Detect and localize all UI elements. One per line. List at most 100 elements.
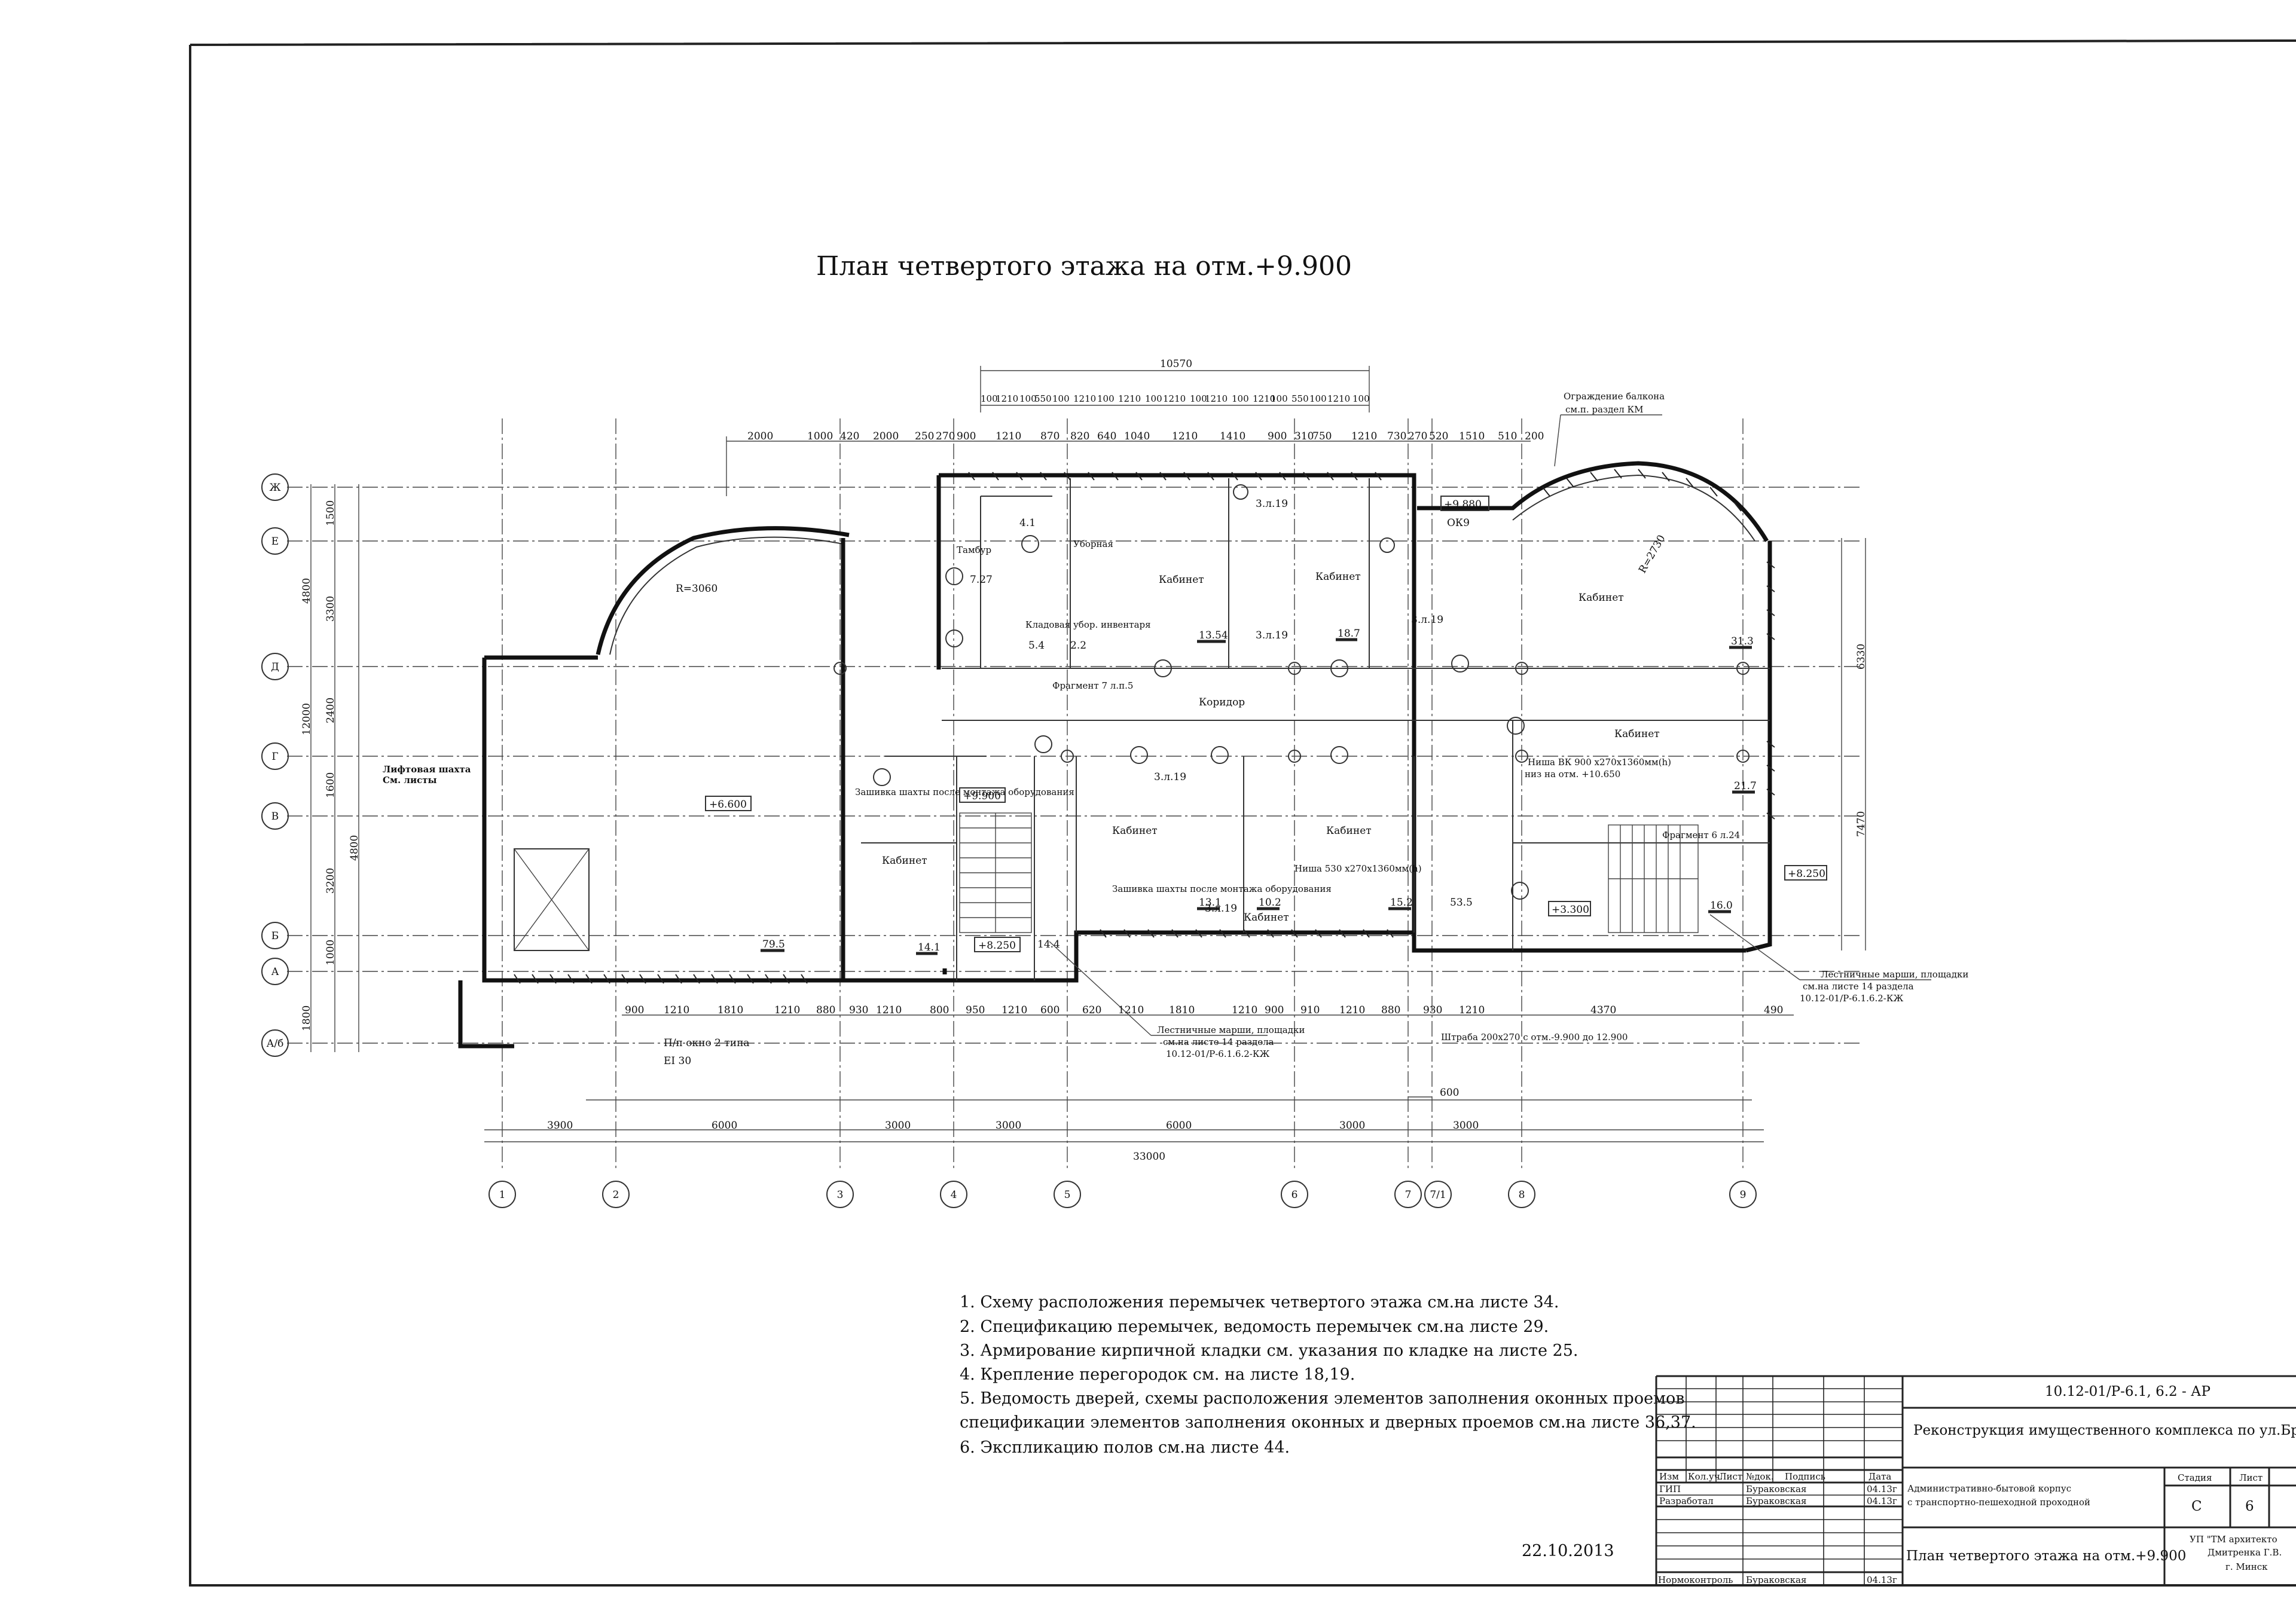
right-dimension-lines bbox=[1841, 538, 1866, 950]
svg-text:100: 100 bbox=[1019, 393, 1037, 404]
svg-text:900: 900 bbox=[1268, 430, 1287, 442]
room-area: 2.2 bbox=[1070, 640, 1086, 652]
svg-text:750: 750 bbox=[1312, 430, 1332, 442]
lift-shaft-label-1: Лифтовая шахта bbox=[383, 764, 471, 775]
svg-text:1210: 1210 bbox=[1172, 430, 1198, 442]
svg-text:Нормоконтроль: Нормоконтроль bbox=[1658, 1575, 1733, 1585]
svg-text:Ж: Ж bbox=[269, 482, 280, 494]
svg-text:+8.250: +8.250 bbox=[1788, 868, 1825, 880]
room-area: 53.5 bbox=[1450, 897, 1473, 909]
svg-text:550: 550 bbox=[1034, 393, 1052, 404]
svg-text:640: 640 bbox=[1097, 430, 1116, 442]
svg-text:А: А bbox=[271, 966, 279, 978]
room-name: Уборная bbox=[1073, 539, 1113, 549]
niche-vk-label-2: низ на отм. +10.650 bbox=[1525, 769, 1620, 780]
svg-text:1210: 1210 bbox=[1205, 393, 1228, 404]
svg-text:УП "ТМ архитекто: УП "ТМ архитекто bbox=[2190, 1534, 2277, 1545]
room-area: 14.4 bbox=[1037, 939, 1060, 950]
svg-text:1410: 1410 bbox=[1220, 430, 1245, 442]
svg-text:Бураковская: Бураковская bbox=[1746, 1496, 1806, 1506]
room-name: Кладовая убор. инвентаря bbox=[1025, 619, 1151, 630]
room-name: Кабинет bbox=[1159, 574, 1204, 586]
room-area: 31.3 bbox=[1731, 635, 1754, 647]
svg-text:1210: 1210 bbox=[876, 1004, 902, 1016]
svg-text:4. Крепление перегородок см. н: 4. Крепление перегородок см. на листе 18… bbox=[960, 1365, 1355, 1384]
room-name: Кабинет bbox=[1614, 728, 1660, 740]
grid-axes-vertical bbox=[502, 418, 1744, 1172]
stairs-note-1-line3: 10.12-01/Р-6.1.6.2-КЖ bbox=[1166, 1049, 1269, 1059]
wall-hatching bbox=[514, 469, 1775, 984]
zone-label: Зашивка шахты после монтажа оборудования bbox=[1112, 884, 1332, 894]
svg-text:Кол.уч.: Кол.уч. bbox=[1688, 1471, 1723, 1482]
room-area: 5.4 bbox=[1028, 640, 1045, 652]
stairs-note-1-line1: Лестничные марши, площадки bbox=[1157, 1025, 1305, 1035]
svg-text:4370: 4370 bbox=[1590, 1004, 1616, 1016]
svg-text:1: 1 bbox=[499, 1189, 506, 1201]
svg-text:550: 550 bbox=[1292, 393, 1309, 404]
top-dims-row1: 100 1210 100 550 100 1210 100 1210 100 1… bbox=[981, 393, 1370, 404]
overall-dim-top: 10570 bbox=[1160, 358, 1192, 370]
svg-text:2: 2 bbox=[613, 1189, 619, 1201]
svg-text:510: 510 bbox=[1498, 430, 1517, 442]
room-name: Коридор bbox=[1199, 696, 1245, 708]
svg-text:С: С bbox=[2191, 1499, 2202, 1514]
level-marks: +9.880 +6.600 +9.900 +8.250 +8.250 +3.30… bbox=[705, 496, 1827, 952]
svg-text:490: 490 bbox=[1764, 1004, 1783, 1016]
room-area: 79.5 bbox=[762, 939, 785, 950]
svg-text:600: 600 bbox=[1040, 1004, 1060, 1016]
sheet-ref-label: 3.л.19 bbox=[1256, 629, 1288, 641]
svg-text:9: 9 bbox=[1740, 1189, 1747, 1201]
room-area: 10.2 bbox=[1259, 897, 1281, 909]
room-name: Кабинет bbox=[1326, 825, 1372, 837]
svg-text:250: 250 bbox=[915, 430, 934, 442]
svg-text:1210: 1210 bbox=[1253, 393, 1275, 404]
room-area: 13.54 bbox=[1199, 629, 1228, 641]
svg-text:В: В bbox=[271, 811, 279, 823]
svg-text:100: 100 bbox=[1232, 393, 1249, 404]
dim-600: 600 bbox=[1440, 1087, 1459, 1099]
tb-project: Реконструкция имущественного комплекса п… bbox=[1913, 1423, 2296, 1438]
shaft-note-label: Штраба 200х270 с отм.-9.900 до 12.900 bbox=[1441, 1032, 1628, 1043]
overall-dim-bottom: 33000 bbox=[1133, 1151, 1165, 1163]
svg-text:+9.900: +9.900 bbox=[963, 790, 1001, 802]
tb-building-1: Административно-бытовой корпус bbox=[1907, 1483, 2071, 1494]
niche-vk-label-1: Ниша ВК 900 х270х1360мм(h) bbox=[1528, 757, 1671, 768]
svg-text:100: 100 bbox=[1190, 393, 1207, 404]
svg-text:+6.600: +6.600 bbox=[709, 799, 747, 811]
svg-text:Г: Г bbox=[271, 751, 278, 763]
svg-text:8: 8 bbox=[1519, 1189, 1525, 1201]
stair-right bbox=[1608, 824, 1699, 933]
svg-text:1510: 1510 bbox=[1459, 430, 1485, 442]
svg-text:04.13г: 04.13г bbox=[1867, 1496, 1897, 1506]
svg-text:6000: 6000 bbox=[712, 1120, 737, 1132]
svg-text:1040: 1040 bbox=[1124, 430, 1150, 442]
title-block: 10.12-01/Р-6.1, 6.2 - АР Реконструкция и… bbox=[1655, 1375, 2296, 1585]
room-area: 16.0 bbox=[1710, 900, 1733, 912]
svg-text:4: 4 bbox=[951, 1189, 957, 1201]
window-ei-label-1: П/п окно 2 типа bbox=[664, 1037, 750, 1049]
svg-text:2400: 2400 bbox=[325, 698, 337, 723]
sheet-ref-label: 3.л.19 bbox=[1205, 903, 1237, 915]
svg-text:800: 800 bbox=[930, 1004, 949, 1016]
svg-text:1210: 1210 bbox=[664, 1004, 689, 1016]
stairs-note-1-line2: см.на листе 14 раздела bbox=[1163, 1037, 1274, 1047]
axis-bubbles-y: Ж Е Д Г В Б А А/б bbox=[261, 473, 289, 1057]
svg-text:4800: 4800 bbox=[301, 578, 313, 604]
svg-text:Д: Д bbox=[271, 661, 279, 673]
sheet-ref-label: 3.л.19 bbox=[1154, 771, 1186, 783]
floor-plan: Кабинет 13.54 Кабинет 18.7 Кабинет 31.3 … bbox=[261, 358, 1968, 1208]
svg-text:1210: 1210 bbox=[1118, 393, 1141, 404]
svg-text:930: 930 bbox=[849, 1004, 868, 1016]
svg-text:1210: 1210 bbox=[996, 430, 1021, 442]
sheet-ref-label: 3.л.19 bbox=[1256, 498, 1288, 510]
left-dims-outer: 4800 12000 4800 1800 bbox=[301, 578, 361, 1031]
svg-text:2000: 2000 bbox=[873, 430, 899, 442]
svg-text:880: 880 bbox=[1381, 1004, 1400, 1016]
svg-text:1800: 1800 bbox=[301, 1005, 313, 1031]
svg-text:620: 620 bbox=[1082, 1004, 1101, 1016]
svg-text:1210: 1210 bbox=[774, 1004, 800, 1016]
tb-sheet-title: План четвертого этажа на отм.+9.900 bbox=[1906, 1548, 2186, 1564]
svg-text:200: 200 bbox=[1525, 430, 1544, 442]
svg-text:820: 820 bbox=[1070, 430, 1089, 442]
